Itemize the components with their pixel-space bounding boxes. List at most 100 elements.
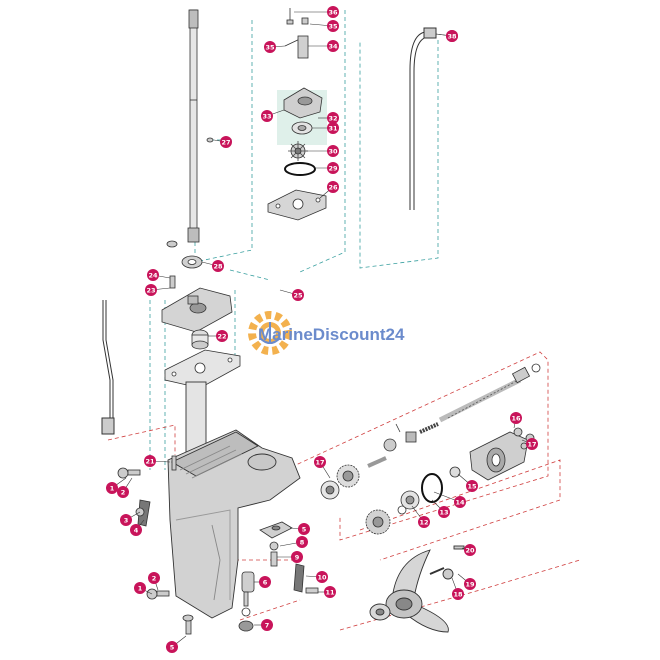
callout-3: 3 <box>120 514 132 526</box>
callout-badge <box>327 162 339 174</box>
callout-badge <box>418 516 430 528</box>
callout-badge <box>134 582 146 594</box>
callout-31: 31 <box>327 122 339 134</box>
callout-number: 24 <box>148 271 158 279</box>
callout-number: 36 <box>328 8 338 16</box>
callout-badge <box>452 588 464 600</box>
callout-number: 16 <box>511 414 521 422</box>
callout-10: 10 <box>316 571 328 583</box>
callout-number: 23 <box>146 286 155 294</box>
callout-number: 2 <box>152 574 157 582</box>
callout-16: 16 <box>510 412 522 424</box>
callout-number: 19 <box>465 580 475 588</box>
callout-6: 6 <box>259 576 271 588</box>
callout-number: 10 <box>317 573 327 581</box>
propeller <box>369 545 465 633</box>
callout-badge <box>264 41 276 53</box>
callout-badge <box>296 536 308 548</box>
callout-badge <box>327 20 339 32</box>
callout-badge <box>526 438 538 450</box>
callout-badge <box>291 551 303 563</box>
callout-23: 23 <box>145 284 157 296</box>
callout-17: 17 <box>314 456 326 468</box>
callout-32: 32 <box>327 112 339 124</box>
callout-badge <box>327 112 339 124</box>
gear-case <box>167 381 301 619</box>
callout-badge <box>324 586 336 598</box>
callout-badge <box>454 496 466 508</box>
callout-badge <box>292 289 304 301</box>
callout-number: 29 <box>328 164 338 172</box>
propeller-shaft-housing <box>469 431 529 481</box>
upper-plate <box>161 255 233 350</box>
callout-badge <box>144 455 156 467</box>
callout-35: 35 <box>327 20 339 32</box>
callout-number: 31 <box>328 124 338 132</box>
callout-badge <box>130 524 142 536</box>
propeller-shaft-assembly <box>320 363 541 535</box>
guide-lines-red <box>107 351 581 631</box>
callout-13: 13 <box>438 506 450 518</box>
callout-number: 35 <box>265 43 275 51</box>
callout-number: 14 <box>455 498 465 506</box>
callout-7: 7 <box>261 619 273 631</box>
callout-number: 20 <box>465 546 475 554</box>
callout-number: 30 <box>328 147 338 155</box>
callout-1: 1 <box>106 482 118 494</box>
callout-badge <box>464 544 476 556</box>
callout-number: 26 <box>328 183 338 191</box>
water-tube <box>409 27 437 210</box>
callout-38: 38 <box>446 30 458 42</box>
callout-badge <box>147 269 159 281</box>
anchor-icon <box>259 322 281 344</box>
pinion-gear <box>336 464 360 488</box>
callout-number: 2 <box>121 488 126 496</box>
callout-33: 33 <box>261 110 273 122</box>
callout-badge <box>327 122 339 134</box>
callout-badge <box>220 136 232 148</box>
callout-28: 28 <box>212 260 224 272</box>
callout-number: 15 <box>467 482 477 490</box>
impeller <box>288 141 308 161</box>
water-pump-assembly <box>267 8 327 221</box>
callout-number: 21 <box>145 457 155 465</box>
callout-number: 8 <box>300 538 305 546</box>
callout-badge <box>106 482 118 494</box>
callout-1: 1 <box>134 582 146 594</box>
callout-number: 27 <box>221 138 230 146</box>
callout-number: 35 <box>328 22 338 30</box>
callout-number: 34 <box>328 42 338 50</box>
callout-number: 6 <box>263 578 268 586</box>
callout-badge <box>438 506 450 518</box>
callout-badge <box>298 523 310 535</box>
callout-badge <box>212 260 224 272</box>
gasket <box>164 349 241 389</box>
callout-number: 5 <box>302 525 307 533</box>
callout-5: 5 <box>298 523 310 535</box>
callout-26: 26 <box>327 181 339 193</box>
forward-gear <box>365 509 391 535</box>
callout-22: 22 <box>216 330 228 342</box>
callout-number: 7 <box>265 621 270 629</box>
callout-4: 4 <box>130 524 142 536</box>
drive-shaft <box>187 9 200 243</box>
callout-badge <box>117 486 129 498</box>
callout-24: 24 <box>147 269 159 281</box>
callout-11: 11 <box>324 586 336 598</box>
callout-badge <box>261 619 273 631</box>
callout-2: 2 <box>148 572 160 584</box>
callout-number: 3 <box>124 516 129 524</box>
callout-badge <box>259 576 271 588</box>
shift-rod <box>101 300 115 435</box>
callout-badge <box>120 514 132 526</box>
callout-badge <box>216 330 228 342</box>
callout-number: 17 <box>315 458 324 466</box>
callout-19: 19 <box>464 578 476 590</box>
shaft-washer <box>166 137 214 248</box>
callout-20: 20 <box>464 544 476 556</box>
callout-badge <box>148 572 160 584</box>
callout-badge <box>261 110 273 122</box>
callout-36: 36 <box>327 6 339 18</box>
callout-2: 2 <box>117 486 129 498</box>
